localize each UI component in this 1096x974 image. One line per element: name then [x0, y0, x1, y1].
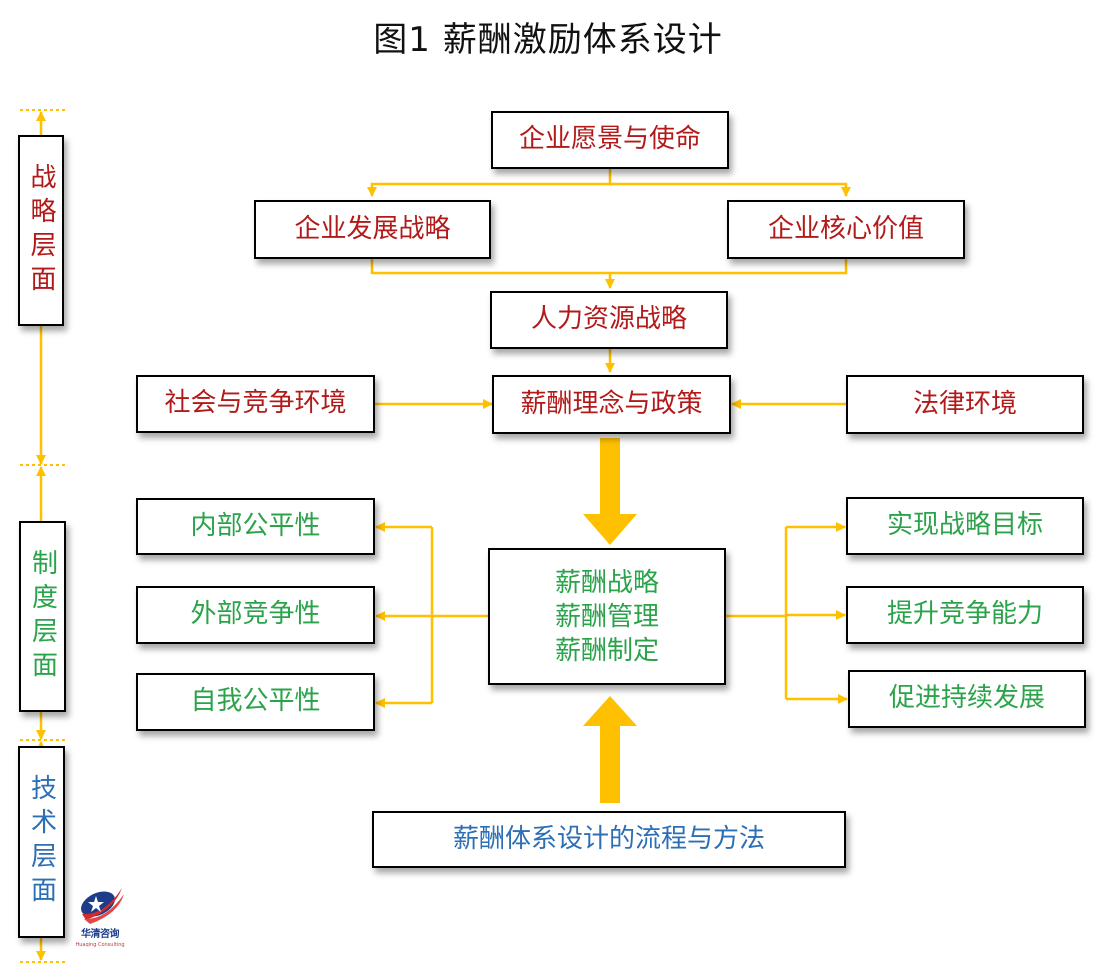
box-hr-strategy: 人力资源战略	[490, 291, 728, 349]
level-system: 制度层面	[19, 521, 66, 712]
connector-vision-core	[610, 182, 851, 197]
box-external-competitiveness: 外部竞争性	[136, 586, 375, 644]
page-title: 图1 薪酬激励体系设计	[373, 20, 723, 60]
box-social-environment: 社会与竞争环境	[136, 375, 375, 433]
box-compensation-core: 薪酬战略 薪酬管理 薪酬制定	[488, 548, 726, 685]
box-design-process: 薪酬体系设计的流程与方法	[372, 811, 846, 868]
connector-core-merge	[610, 259, 848, 275]
level-system-label: 制度层面	[27, 548, 58, 685]
big-arrow-up	[583, 696, 637, 803]
level-strategy-label: 战略层面	[26, 162, 56, 299]
connector-vision-split	[367, 168, 612, 197]
box-sustainable-development: 促进持续发展	[848, 670, 1086, 728]
logo-subtitle: Huaqing Consulting	[75, 942, 125, 948]
big-arrow-down	[583, 438, 637, 545]
level-technical-label: 技术层面	[26, 774, 57, 910]
core-item-strategy: 薪酬战略	[554, 567, 659, 598]
box-development-strategy: 企业发展战略	[254, 200, 491, 259]
core-item-management: 薪酬管理	[554, 601, 659, 632]
level-technical: 技术层面	[18, 746, 65, 938]
box-strategic-goal: 实现战略目标	[846, 497, 1084, 555]
company-logo-icon	[81, 888, 124, 924]
box-legal-environment: 法律环境	[846, 375, 1084, 434]
box-compensation-policy: 薪酬理念与政策	[492, 375, 731, 434]
box-internal-equity: 内部公平性	[136, 498, 375, 555]
connector-dev-merge	[370, 259, 615, 289]
box-competitiveness: 提升竞争能力	[846, 586, 1084, 644]
level-strategy: 战略层面	[18, 135, 64, 326]
logo-name: 华清咨询	[81, 929, 120, 940]
box-core-values: 企业核心价值	[727, 200, 965, 259]
box-self-equity: 自我公平性	[136, 673, 375, 731]
core-item-formulation: 薪酬制定	[554, 635, 659, 666]
box-vision: 企业愿景与使命	[491, 111, 729, 169]
